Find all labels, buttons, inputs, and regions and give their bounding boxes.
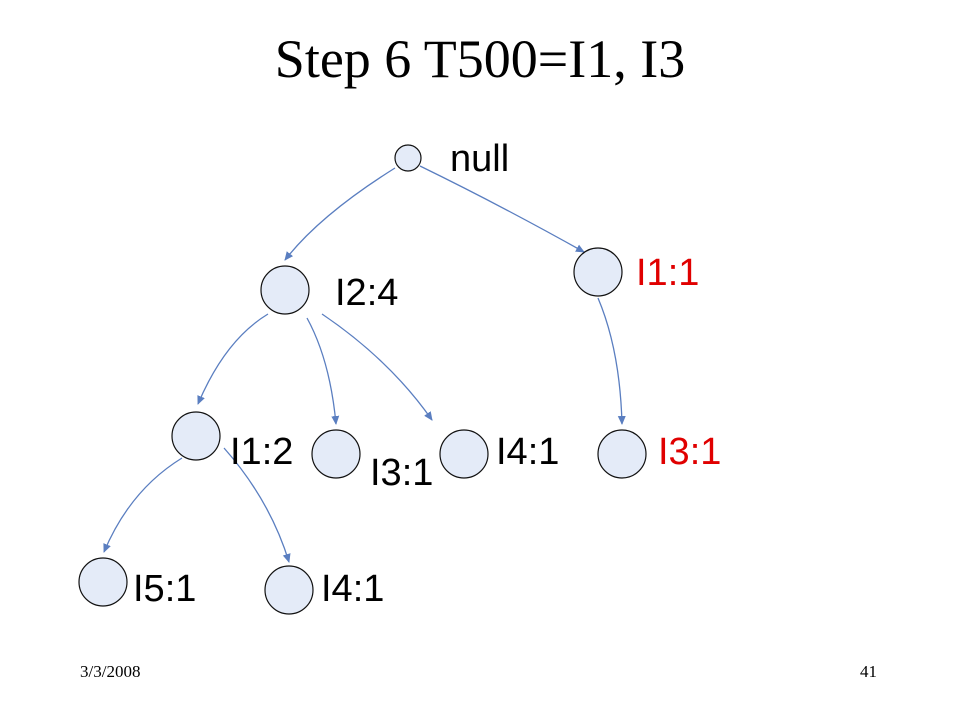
slide-title: Step 6 T500=I1, I3 bbox=[274, 29, 686, 89]
edge-root-to-n-i2 bbox=[284, 167, 396, 261]
node-label-n-i2: I2:4 bbox=[335, 272, 398, 314]
node-circle-n-i4-bottom bbox=[264, 565, 314, 615]
node-circle-n-i1-top bbox=[573, 247, 623, 297]
node-circle-root bbox=[394, 144, 422, 172]
node-circle-n-i5-bottom bbox=[78, 557, 128, 607]
node-label-n-i5-bottom: I5:1 bbox=[133, 568, 196, 610]
node-circle-n-i3-mid bbox=[311, 429, 361, 479]
node-label-n-i1-mid: I1:2 bbox=[230, 431, 293, 473]
node-circle-n-i4-mid bbox=[439, 429, 489, 479]
page-number: 41 bbox=[860, 662, 877, 681]
node-label-n-i4-mid: I4:1 bbox=[496, 431, 559, 473]
node-circle-n-i2 bbox=[260, 265, 310, 315]
node-label-n-i1-top: I1:1 bbox=[636, 252, 699, 294]
node-circle-n-i1-mid bbox=[171, 411, 221, 461]
node-label-n-i4-bottom: I4:1 bbox=[321, 568, 384, 610]
edge-n-i1-mid-to-n-i4-bottom bbox=[223, 447, 291, 563]
edge-n-i2-to-n-i4-mid bbox=[321, 313, 433, 421]
node-label-n-i3-mid: I3:1 bbox=[370, 452, 433, 494]
footer-date: 3/3/2008 bbox=[80, 662, 141, 681]
node-circle-n-i3-right bbox=[597, 429, 647, 479]
edge-n-i2-to-n-i1-mid bbox=[197, 313, 269, 405]
edge-n-i2-to-n-i3-mid bbox=[306, 317, 340, 425]
edges-layer bbox=[103, 165, 626, 563]
edge-n-i1-top-to-n-i3-right bbox=[597, 297, 626, 425]
edge-root-to-n-i1-top bbox=[419, 165, 585, 253]
edge-n-i1-mid-to-n-i5-bottom bbox=[103, 457, 183, 553]
node-label-n-i3-right: I3:1 bbox=[658, 431, 721, 473]
node-label-root: null bbox=[450, 138, 509, 180]
